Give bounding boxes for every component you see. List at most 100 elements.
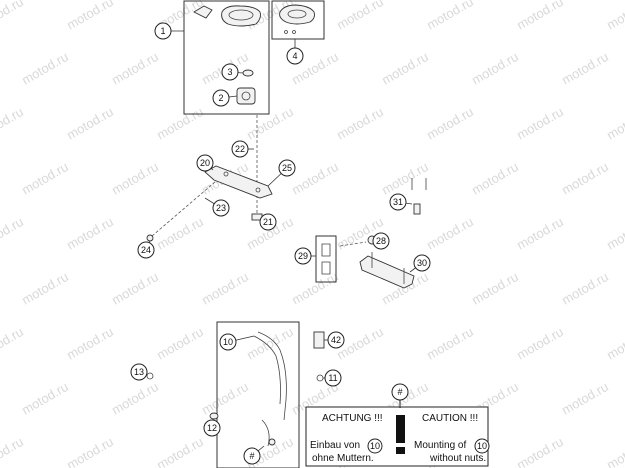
watermark-text: motod.ru: [604, 104, 625, 143]
svg-text:24: 24: [141, 245, 151, 255]
callout-1: 1: [154, 22, 172, 40]
watermark-text: motod.ru: [19, 159, 71, 198]
group-box-cable-set: [216, 321, 300, 468]
watermark-text: motod.ru: [109, 379, 161, 418]
watermark-text: motod.ru: [514, 0, 566, 33]
watermark-text: motod.ru: [154, 324, 206, 363]
watermark-text: motod.ru: [0, 324, 26, 363]
watermark-text: motod.ru: [19, 269, 71, 308]
svg-text:29: 29: [298, 251, 308, 261]
callout-28: 28: [372, 232, 390, 250]
svg-text:#: #: [249, 451, 254, 461]
watermark-text: motod.ru: [109, 159, 161, 198]
watermark-text: motod.ru: [514, 434, 566, 468]
svg-text:10: 10: [370, 441, 380, 451]
group-box-headlight-mask: [183, 0, 270, 115]
caution-notice: ACHTUNG !!! CAUTION !!! Einbau von ohne …: [305, 398, 490, 467]
watermark-text: motod.ru: [64, 324, 116, 363]
notice-de-ref-callout: 10: [367, 438, 383, 454]
watermark-text: motod.ru: [289, 159, 341, 198]
watermark-text: motod.ru: [19, 379, 71, 418]
callout-23: 23: [212, 199, 230, 217]
watermark-text: motod.ru: [0, 0, 26, 33]
svg-text:11: 11: [328, 373, 337, 383]
watermark-text: motod.ru: [0, 214, 26, 253]
watermark-text: motod.ru: [514, 324, 566, 363]
callout-13: 13: [130, 363, 148, 381]
indicator-bracket-part: [321, 178, 427, 289]
notice-de-line2: ohne Muttern.: [312, 453, 374, 464]
watermark-text: motod.ru: [109, 269, 161, 308]
group-box-switch: [315, 235, 337, 283]
callout-25: 25: [278, 159, 296, 177]
cable-set-part: [146, 331, 325, 447]
warning-exclamation-dot-icon: [396, 447, 405, 454]
callout-3: 3: [221, 63, 239, 81]
callout-11: 11: [324, 369, 342, 387]
svg-text:10: 10: [477, 441, 487, 451]
callout-hash: #: [243, 447, 261, 465]
svg-text:4: 4: [292, 51, 297, 61]
callout-hash: #: [391, 383, 409, 401]
callout-12: 12: [203, 419, 221, 437]
svg-text:30: 30: [417, 258, 427, 268]
screw-part: [146, 234, 154, 242]
svg-text:1: 1: [160, 26, 165, 36]
callout-42: 42: [327, 331, 345, 349]
notice-en-title: CAUTION !!!: [422, 413, 478, 424]
watermark-text: motod.ru: [424, 214, 476, 253]
watermark-text: motod.ru: [334, 0, 386, 33]
watermark-text: motod.ru: [64, 104, 116, 143]
watermark-text: motod.ru: [64, 434, 116, 468]
watermark-text: motod.ru: [334, 104, 386, 143]
watermark-text: motod.ru: [604, 214, 625, 253]
mask-kit-part: [279, 4, 315, 34]
watermark-text: motod.ru: [604, 434, 625, 468]
notice-de-line1: Einbau von: [310, 440, 360, 451]
callout-20: 20: [196, 154, 214, 172]
svg-text:2: 2: [218, 93, 223, 103]
svg-text:20: 20: [200, 158, 210, 168]
watermark-text: motod.ru: [0, 434, 26, 468]
watermark-text: motod.ru: [559, 379, 611, 418]
watermark-text: motod.ru: [199, 269, 251, 308]
watermark-text: motod.ru: [109, 49, 161, 88]
watermark-text: motod.ru: [199, 379, 251, 418]
svg-text:42: 42: [331, 335, 341, 345]
watermark-text: motod.ru: [604, 0, 625, 33]
watermark-text: motod.ru: [604, 324, 625, 363]
watermark-text: motod.ru: [424, 324, 476, 363]
watermark-text: motod.ru: [154, 434, 206, 468]
callout-22: 22: [231, 140, 249, 158]
callout-30: 30: [413, 254, 431, 272]
watermark-text: motod.ru: [514, 104, 566, 143]
svg-text:25: 25: [282, 163, 292, 173]
svg-text:#: #: [397, 387, 402, 397]
svg-text:3: 3: [227, 67, 232, 77]
svg-text:22: 22: [235, 144, 245, 154]
svg-text:12: 12: [207, 423, 217, 433]
notice-en-ref-callout: 10: [474, 438, 490, 454]
watermark-text: motod.ru: [424, 104, 476, 143]
watermark-text: motod.ru: [559, 49, 611, 88]
callout-4: 4: [286, 47, 304, 65]
screw-axis-line: [151, 181, 216, 237]
watermark-text: motod.ru: [559, 269, 611, 308]
callout-21: 21: [259, 213, 277, 231]
watermark-text: motod.ru: [244, 324, 296, 363]
group-box-mask-kit: [271, 0, 325, 40]
svg-text:28: 28: [376, 236, 386, 246]
watermark-text: motod.ru: [559, 159, 611, 198]
svg-text:10: 10: [223, 337, 233, 347]
watermark-text: motod.ru: [154, 214, 206, 253]
svg-text:23: 23: [216, 203, 226, 213]
svg-text:31: 31: [393, 197, 403, 207]
notice-en-line2: without nuts.: [429, 453, 486, 464]
watermark-text: motod.ru: [289, 269, 341, 308]
watermark-text: motod.ru: [64, 0, 116, 33]
watermark-text: motod.ru: [514, 214, 566, 253]
svg-text:13: 13: [134, 367, 144, 377]
watermark-text: motod.ru: [469, 269, 521, 308]
